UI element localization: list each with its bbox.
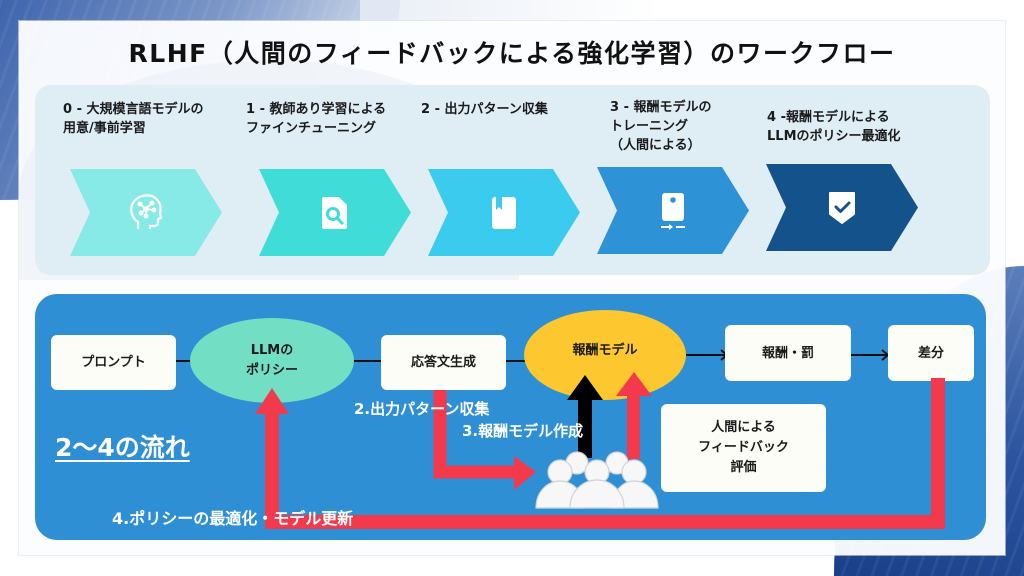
difference-box: 差分	[888, 325, 974, 381]
policy-ellipse: LLMの ポリシー	[190, 318, 354, 403]
collect-pattern-label: 2.出力パターン収集	[354, 400, 490, 418]
policy-label-line1: LLMの	[250, 342, 294, 358]
flow-section-title: 2〜4の流れ	[55, 433, 190, 462]
policy-label-line2: ポリシー	[245, 362, 298, 378]
bookmark-book-icon	[492, 196, 516, 229]
step-chevron-1	[259, 169, 411, 256]
step-label-3: 3 - 報酬モデルの トレーニング （人間による）	[610, 100, 712, 153]
document-search-icon	[322, 196, 347, 229]
human-feedback-box: 人間による フィードバック 評価	[661, 404, 826, 492]
step-label-0: 0 - 大規模言語モデルの 用意/事前学習	[63, 102, 204, 136]
step-chevron-2	[428, 169, 580, 256]
prompt-box: プロンプト	[51, 335, 176, 390]
reward-model-ellipse: 報酬モデル	[524, 310, 686, 400]
reward-penalty-label: 報酬・罰	[761, 345, 814, 361]
brain-network-icon	[130, 193, 163, 229]
response-generation-box: 応答文生成	[381, 335, 506, 390]
prompt-label: プロンプト	[81, 355, 146, 370]
policy-optimization-label: 4.ポリシーの最適化・モデル更新	[112, 509, 354, 528]
step-label-4: 4 -報酬モデルによる LLMのポリシー最適化	[767, 110, 901, 144]
step-label-2: 2 - 出力パターン収集	[421, 102, 548, 117]
reward-model-label: 報酬モデル	[572, 343, 638, 358]
reward-penalty-box: 報酬・罰	[725, 325, 851, 381]
step-chevron-4	[766, 164, 918, 251]
difference-label: 差分	[917, 345, 944, 361]
human-feedback-label: 人間による フィードバック 評価	[698, 420, 789, 475]
shield-check-icon	[829, 191, 855, 224]
device-transfer-icon	[661, 192, 685, 230]
step-chevron-0	[70, 169, 222, 256]
response-generation-label: 応答文生成	[410, 355, 476, 370]
reward-model-creation-label: 3.報酬モデル作成	[462, 422, 584, 440]
step-chevron-3	[597, 167, 749, 254]
page-title: RLHF（人間のフィードバックによる強化学習）のワークフロー	[128, 39, 896, 68]
step-label-1: 1 - 教師あり学習による ファインチューニング	[246, 102, 387, 136]
